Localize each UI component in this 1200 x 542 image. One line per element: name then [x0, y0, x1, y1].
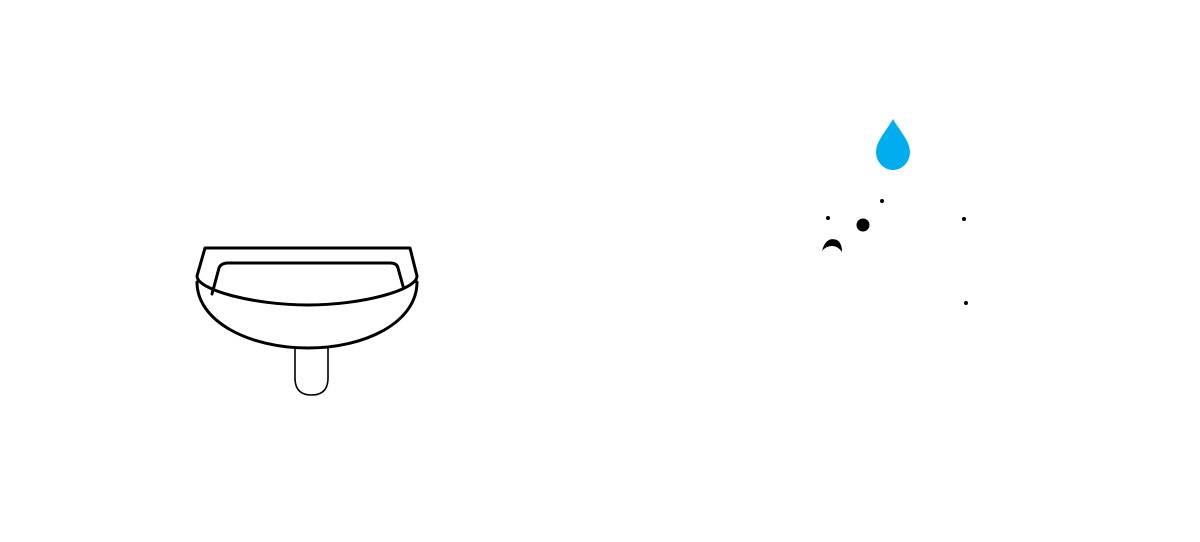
splash-crescent: [822, 239, 842, 252]
particle-dot: [880, 199, 884, 203]
sink-inner-basin: [210, 261, 405, 296]
water-drop-icon: [876, 119, 910, 170]
particle-dot: [826, 216, 830, 220]
particle-dot: [962, 217, 966, 221]
particle-dots: [822, 199, 968, 305]
sink-drain-pipe: [294, 343, 329, 396]
particle-dot: [964, 301, 968, 305]
particle-dot: [856, 218, 870, 232]
sink-rim: [195, 246, 419, 307]
sink-icon: [195, 246, 419, 396]
